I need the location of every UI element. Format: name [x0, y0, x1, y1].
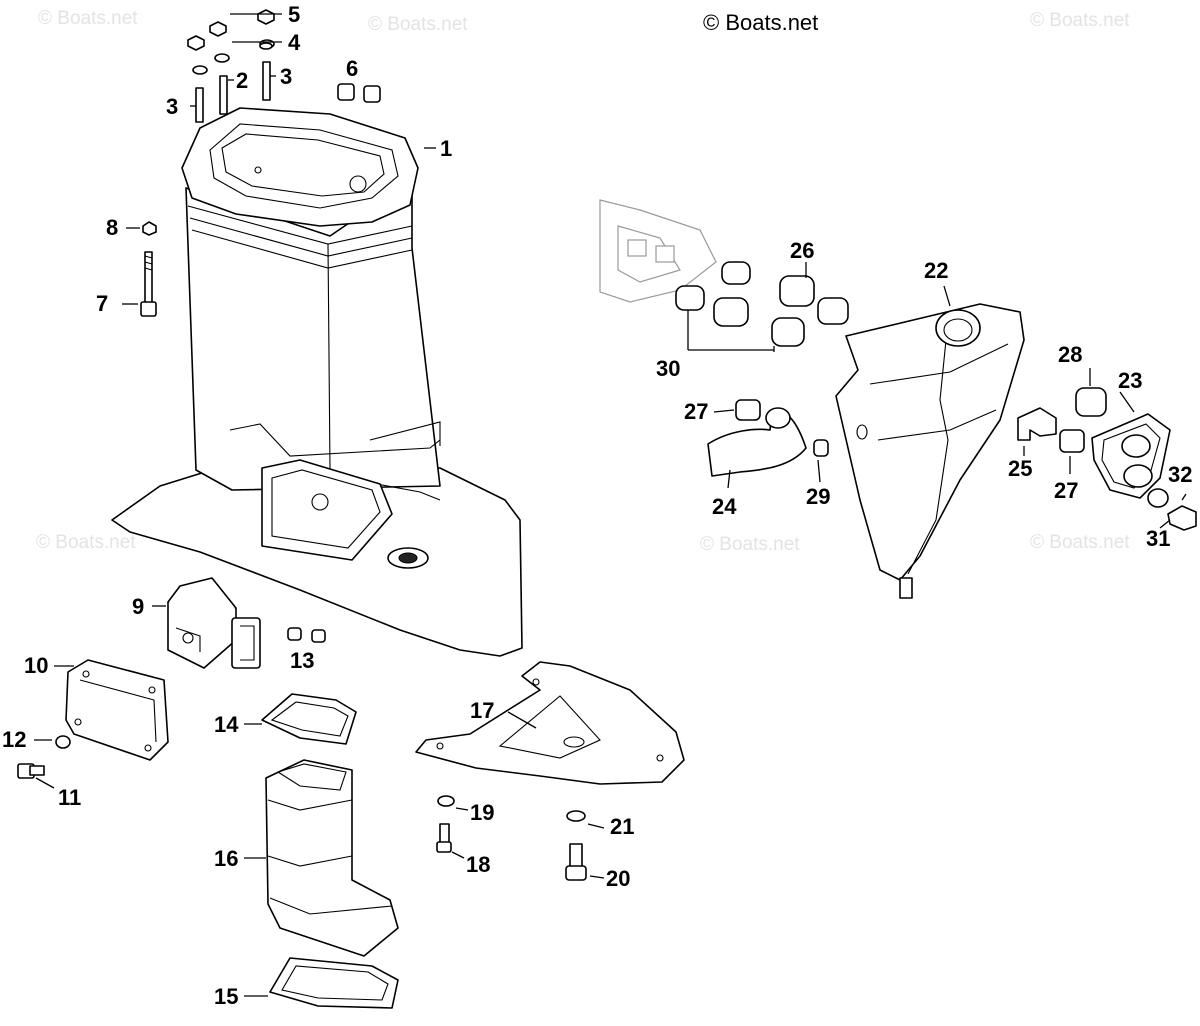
- access-cover: [65, 659, 169, 761]
- bushings: [337, 83, 381, 103]
- callout-9: 9: [132, 594, 144, 619]
- callout-7: 7: [96, 291, 108, 316]
- lower-gasket: [269, 957, 399, 1009]
- callout-19: 19: [470, 800, 494, 825]
- relief-cover: [1091, 413, 1171, 499]
- callout-30: 30: [656, 356, 680, 381]
- callout-14: 14: [214, 712, 239, 737]
- callout-27a: 27: [684, 399, 708, 424]
- hose-clamps: [675, 261, 849, 347]
- callout-labels: 1 2 3 3 4 5 6 7 8 9 10 11 12 13 14 15 16…: [2, 2, 1192, 1009]
- watermark: © Boats.net: [700, 534, 800, 555]
- washer-and-screw: [17, 735, 71, 779]
- callout-15: 15: [214, 984, 238, 1009]
- callout-17: 17: [470, 698, 494, 723]
- copyright-notice: © Boats.net: [703, 10, 818, 35]
- small-bushings: [287, 627, 326, 643]
- callout-28: 28: [1058, 342, 1082, 367]
- callout-8: 8: [106, 215, 118, 240]
- water-hose: [707, 407, 807, 477]
- callout-10: 10: [24, 653, 48, 678]
- watermark: © Boats.net: [36, 532, 136, 553]
- callout-21: 21: [610, 814, 634, 839]
- callout-32: 32: [1168, 462, 1192, 487]
- bolt-and-nut: [140, 221, 157, 317]
- callout-29: 29: [806, 484, 830, 509]
- callout-2: 2: [236, 68, 248, 93]
- watermark: © Boats.net: [368, 14, 468, 35]
- callout-18: 18: [466, 852, 490, 877]
- watermark: © Boats.net: [1030, 10, 1130, 31]
- clamp: [1075, 387, 1107, 417]
- callout-26: 26: [790, 238, 814, 263]
- studs-and-nuts: [187, 9, 275, 123]
- watermarks: © Boats.net © Boats.net © Boats.net © Bo…: [36, 8, 1130, 555]
- leader-lines: [34, 13, 1187, 997]
- driveshaft-housing: [111, 107, 523, 657]
- callout-13: 13: [290, 648, 314, 673]
- oring-and-plug: [1147, 488, 1197, 531]
- watermark: © Boats.net: [1030, 532, 1130, 553]
- callout-25: 25: [1008, 456, 1032, 481]
- callout-16: 16: [214, 846, 238, 871]
- callout-23: 23: [1118, 368, 1142, 393]
- callout-31: 31: [1146, 526, 1170, 551]
- callout-12: 12: [2, 727, 26, 752]
- callout-22: 22: [924, 258, 948, 283]
- callout-11: 11: [58, 785, 81, 810]
- lower-mount-bracket: [167, 577, 261, 669]
- anti-ventilation-plate: [415, 661, 685, 785]
- callout-5: 5: [288, 2, 300, 27]
- watermark: © Boats.net: [38, 8, 138, 29]
- callout-20: 20: [606, 866, 630, 891]
- upper-gasket: [261, 693, 357, 745]
- callout-27b: 27: [1054, 478, 1078, 503]
- fittings: [735, 399, 1085, 457]
- callout-24: 24: [712, 494, 737, 519]
- callout-3a: 3: [166, 94, 178, 119]
- callout-3b: 3: [280, 64, 292, 89]
- exhaust-relief-housing: [835, 303, 1025, 599]
- callout-4: 4: [288, 30, 301, 55]
- plate-fasteners: [436, 795, 587, 881]
- callout-6: 6: [346, 56, 358, 81]
- elbow-fitting: [1017, 407, 1057, 441]
- exhaust-tube: [265, 759, 399, 957]
- callout-1: 1: [440, 136, 452, 161]
- exhaust-manifold-ghost: [599, 199, 717, 303]
